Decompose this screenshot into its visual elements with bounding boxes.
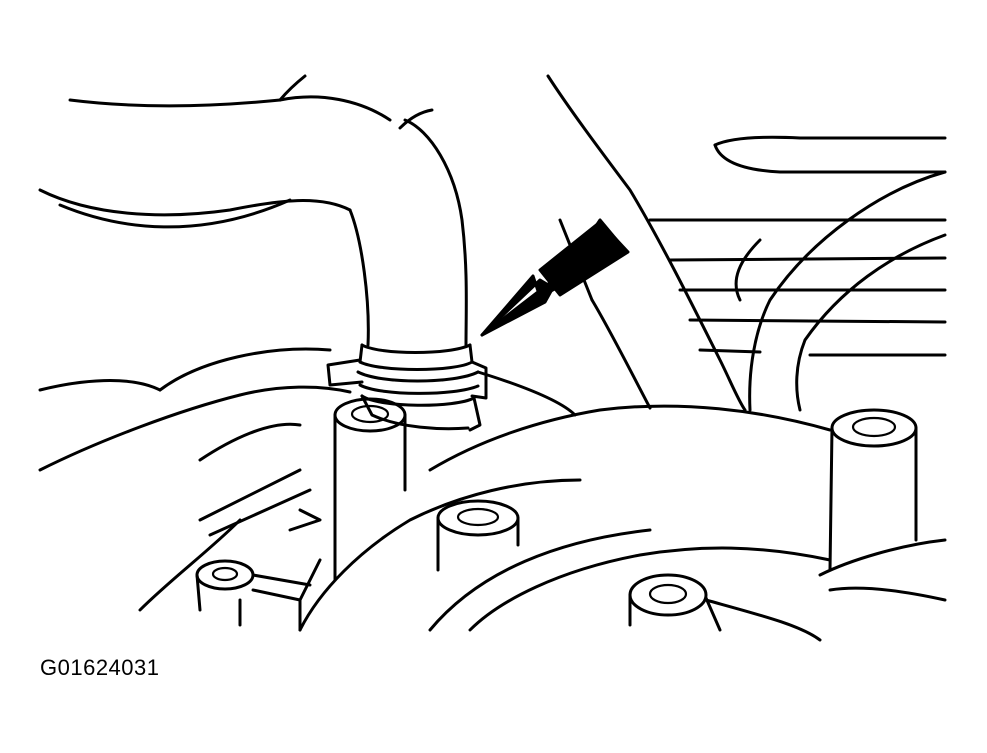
diagonal-hose <box>546 74 747 412</box>
hose-clamp <box>326 343 488 432</box>
bolt-boss-middle <box>628 573 822 642</box>
vacuum-nipple-right <box>828 408 918 572</box>
upper-hose <box>38 74 392 229</box>
vacuum-nipple-middle <box>436 499 520 572</box>
elbow-hose <box>348 108 468 347</box>
arrow-pointer-icon <box>480 218 630 337</box>
engine-ribs <box>648 135 947 412</box>
bolt-boss-left <box>195 559 312 627</box>
figure-reference-code: G01624031 <box>40 655 160 680</box>
vacuum-nipple-center <box>333 397 407 582</box>
intake-manifold <box>298 404 947 632</box>
